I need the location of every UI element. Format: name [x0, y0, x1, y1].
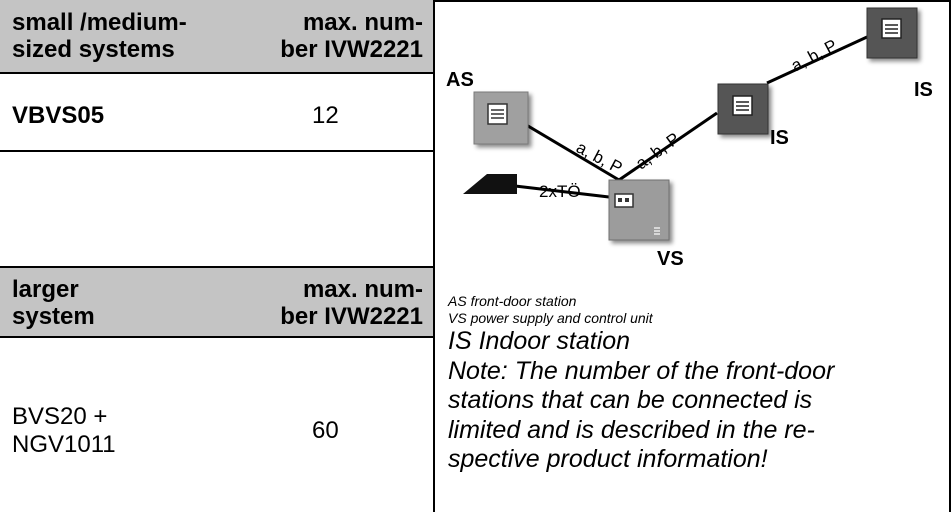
- system-name-line: BVS20 +: [12, 403, 108, 430]
- header-text: system: [12, 303, 95, 330]
- legend-as: AS front-door station: [448, 293, 577, 309]
- wire-is-is: [766, 35, 868, 85]
- system-name: VBVS05: [12, 102, 105, 129]
- note-line: Note: The number of the front-door: [448, 356, 835, 385]
- header-max-col: max. num- ber IVW2221: [280, 9, 423, 63]
- divider: [0, 266, 433, 268]
- header-text: ber IVW2221: [280, 36, 423, 63]
- wiring-panel: a, b, P a, b, P a, b, P 2xTÖ AS IS: [435, 0, 951, 512]
- top-border: [433, 0, 951, 2]
- note-line: limited and is described in the re-: [448, 415, 815, 444]
- note-line: stations that can be connected is: [448, 386, 813, 414]
- label-vs: VS: [657, 248, 684, 270]
- system-name: BVS20 + NGV1011: [12, 403, 116, 459]
- header-text: small /medium-: [12, 9, 187, 36]
- wire-2xto: [514, 184, 610, 199]
- indoor-station-icon: [717, 83, 769, 135]
- system-table: small /medium- sized systems max. num- b…: [0, 0, 433, 512]
- header-text: ber IVW2221: [280, 303, 423, 330]
- header-system-col: small /medium- sized systems: [12, 9, 187, 63]
- legend-vs: VS power supply and control unit: [448, 310, 653, 326]
- wire-label-abp-1: a, b, P: [573, 138, 625, 178]
- legend: AS front-door station VS power supply an…: [448, 293, 948, 475]
- larger-system-header: larger system max. num- ber IVW2221: [0, 268, 433, 336]
- table-row: BVS20 + NGV1011 60: [0, 338, 433, 512]
- right-border: [949, 0, 951, 512]
- header-system-col: larger system: [12, 276, 95, 330]
- header-text: max. num-: [302, 276, 423, 303]
- wire-label-abp-2: a, b, P: [632, 129, 683, 173]
- header-text: sized systems: [12, 36, 175, 63]
- wire-label-2xto: 2xTÖ: [539, 182, 581, 201]
- divider: [0, 150, 433, 152]
- header-max-col: max. num- ber IVW2221: [280, 276, 423, 330]
- wire-label-abp-3: a, b, P: [788, 36, 840, 76]
- system-name-line: NGV1011: [12, 431, 116, 458]
- column-border: [433, 0, 435, 512]
- indoor-station-icon: [866, 7, 918, 59]
- label-is-1: IS: [770, 127, 789, 149]
- door-opener-shape: [463, 174, 517, 194]
- empty-row: [0, 152, 433, 266]
- divider: [0, 336, 433, 338]
- table-row: VBVS05 12: [0, 74, 433, 150]
- legend-is: IS Indoor station: [448, 327, 631, 355]
- front-door-station-icon: [473, 91, 529, 145]
- wiring-diagram: a, b, P a, b, P a, b, P 2xTÖ AS IS: [446, 7, 933, 270]
- small-systems-header: small /medium- sized systems max. num- b…: [0, 0, 433, 72]
- wire-as-vs: [522, 121, 620, 182]
- header-text: max. num-: [302, 9, 423, 36]
- label-is-2: IS: [914, 79, 933, 101]
- max-count: 60: [312, 417, 339, 444]
- divider: [0, 72, 433, 74]
- wire-vs-is: [618, 111, 718, 182]
- power-supply-icon: [608, 179, 670, 241]
- header-text: larger: [12, 276, 79, 303]
- label-as: AS: [446, 69, 474, 91]
- note-line: spective product information!: [448, 445, 768, 473]
- max-count: 12: [312, 102, 339, 129]
